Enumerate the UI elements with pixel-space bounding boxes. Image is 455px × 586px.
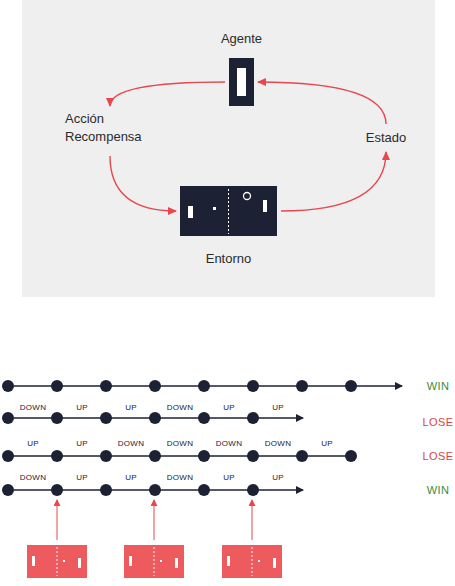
state-dot xyxy=(100,412,112,424)
action-label: UP xyxy=(223,473,235,482)
outcome-label: LOSE xyxy=(423,450,454,462)
state-dot xyxy=(149,380,161,392)
frame-net xyxy=(154,547,155,576)
state-dot xyxy=(100,484,112,496)
frame-ball xyxy=(258,560,260,562)
action-label: UP xyxy=(321,439,333,448)
state-dot xyxy=(2,484,14,496)
state-dot xyxy=(2,412,14,424)
agent-icon-bar xyxy=(237,68,246,96)
action-label: UP xyxy=(76,403,88,412)
action-label: UP xyxy=(223,403,235,412)
frame-paddle xyxy=(78,558,81,568)
action-label: UP xyxy=(76,473,88,482)
action-label: UP xyxy=(76,439,88,448)
pong-net xyxy=(228,189,229,234)
state-dot xyxy=(198,380,210,392)
cycle-arrow xyxy=(110,82,225,106)
state-dot xyxy=(345,450,357,462)
game-frame xyxy=(27,545,87,578)
frame-net xyxy=(57,547,58,576)
state-dot xyxy=(149,450,161,462)
action-label: DOWN xyxy=(265,439,292,448)
state-dot xyxy=(247,380,259,392)
action-label: UP xyxy=(272,473,284,482)
cycle-arrow xyxy=(281,152,386,211)
action-label: DOWN xyxy=(167,439,194,448)
state-dot xyxy=(247,484,259,496)
state-dot xyxy=(51,380,63,392)
node-label: Agente xyxy=(189,30,294,48)
state-dot xyxy=(149,412,161,424)
node-sublabel: Recompensa xyxy=(65,128,160,146)
state-dot xyxy=(100,380,112,392)
state-dot xyxy=(2,380,14,392)
frame-paddle xyxy=(175,558,178,568)
action-label: DOWN xyxy=(20,403,47,412)
game-frame xyxy=(222,545,282,578)
state-dot xyxy=(247,450,259,462)
state-dot xyxy=(2,450,14,462)
frame-pointer xyxy=(57,500,58,540)
state-dot xyxy=(247,412,259,424)
state-dot xyxy=(51,450,63,462)
state-dot xyxy=(51,412,63,424)
action-label: UP xyxy=(125,473,137,482)
state-dot xyxy=(198,450,210,462)
action-label: DOWN xyxy=(167,473,194,482)
action-label: DOWN xyxy=(20,473,47,482)
outcome-label: LOSE xyxy=(423,416,454,428)
state-box: Estado xyxy=(360,128,412,148)
pong-screen xyxy=(180,186,277,236)
state-dot xyxy=(198,484,210,496)
state-dot xyxy=(100,450,112,462)
frame-pointer xyxy=(154,500,155,540)
frame-ball xyxy=(63,560,65,562)
pong-ball xyxy=(213,207,216,210)
node-label: Entorno xyxy=(160,250,297,268)
action-label: DOWN xyxy=(118,439,145,448)
frame-paddle xyxy=(273,558,276,568)
action-label: UP xyxy=(125,403,137,412)
node-label: Acción xyxy=(65,110,160,128)
game-frame xyxy=(124,545,184,578)
outcome-label: WIN xyxy=(427,380,450,392)
frame-paddle xyxy=(32,556,35,566)
state-dot xyxy=(345,380,357,392)
state-dot xyxy=(296,380,308,392)
frame-paddle xyxy=(129,556,132,566)
outcome-label: WIN xyxy=(427,484,450,496)
frame-net xyxy=(252,547,253,576)
environment-box: Entorno xyxy=(180,186,277,236)
action-reward-box: AcciónRecompensa xyxy=(60,110,160,152)
agent-box: Agente xyxy=(229,58,254,106)
frame-paddle xyxy=(227,556,230,566)
pong-paddle xyxy=(188,206,193,218)
state-dot xyxy=(149,484,161,496)
node-label: Estado xyxy=(360,128,412,148)
state-dot xyxy=(51,484,63,496)
state-dot xyxy=(296,450,308,462)
agent-icon xyxy=(229,58,254,106)
game-frames xyxy=(27,500,282,578)
state-dot xyxy=(198,412,210,424)
frame-pointer xyxy=(252,500,253,540)
action-label: UP xyxy=(272,403,284,412)
frame-ball xyxy=(160,560,162,562)
pong-ball-ring xyxy=(244,193,251,200)
trajectory-rows xyxy=(2,380,402,496)
background-panel xyxy=(22,0,435,297)
cycle-arrow xyxy=(258,82,386,124)
action-label: UP xyxy=(27,439,39,448)
action-label: DOWN xyxy=(167,403,194,412)
pong-paddle xyxy=(263,200,267,212)
action-label: DOWN xyxy=(216,439,243,448)
cycle-arrow xyxy=(110,156,176,211)
